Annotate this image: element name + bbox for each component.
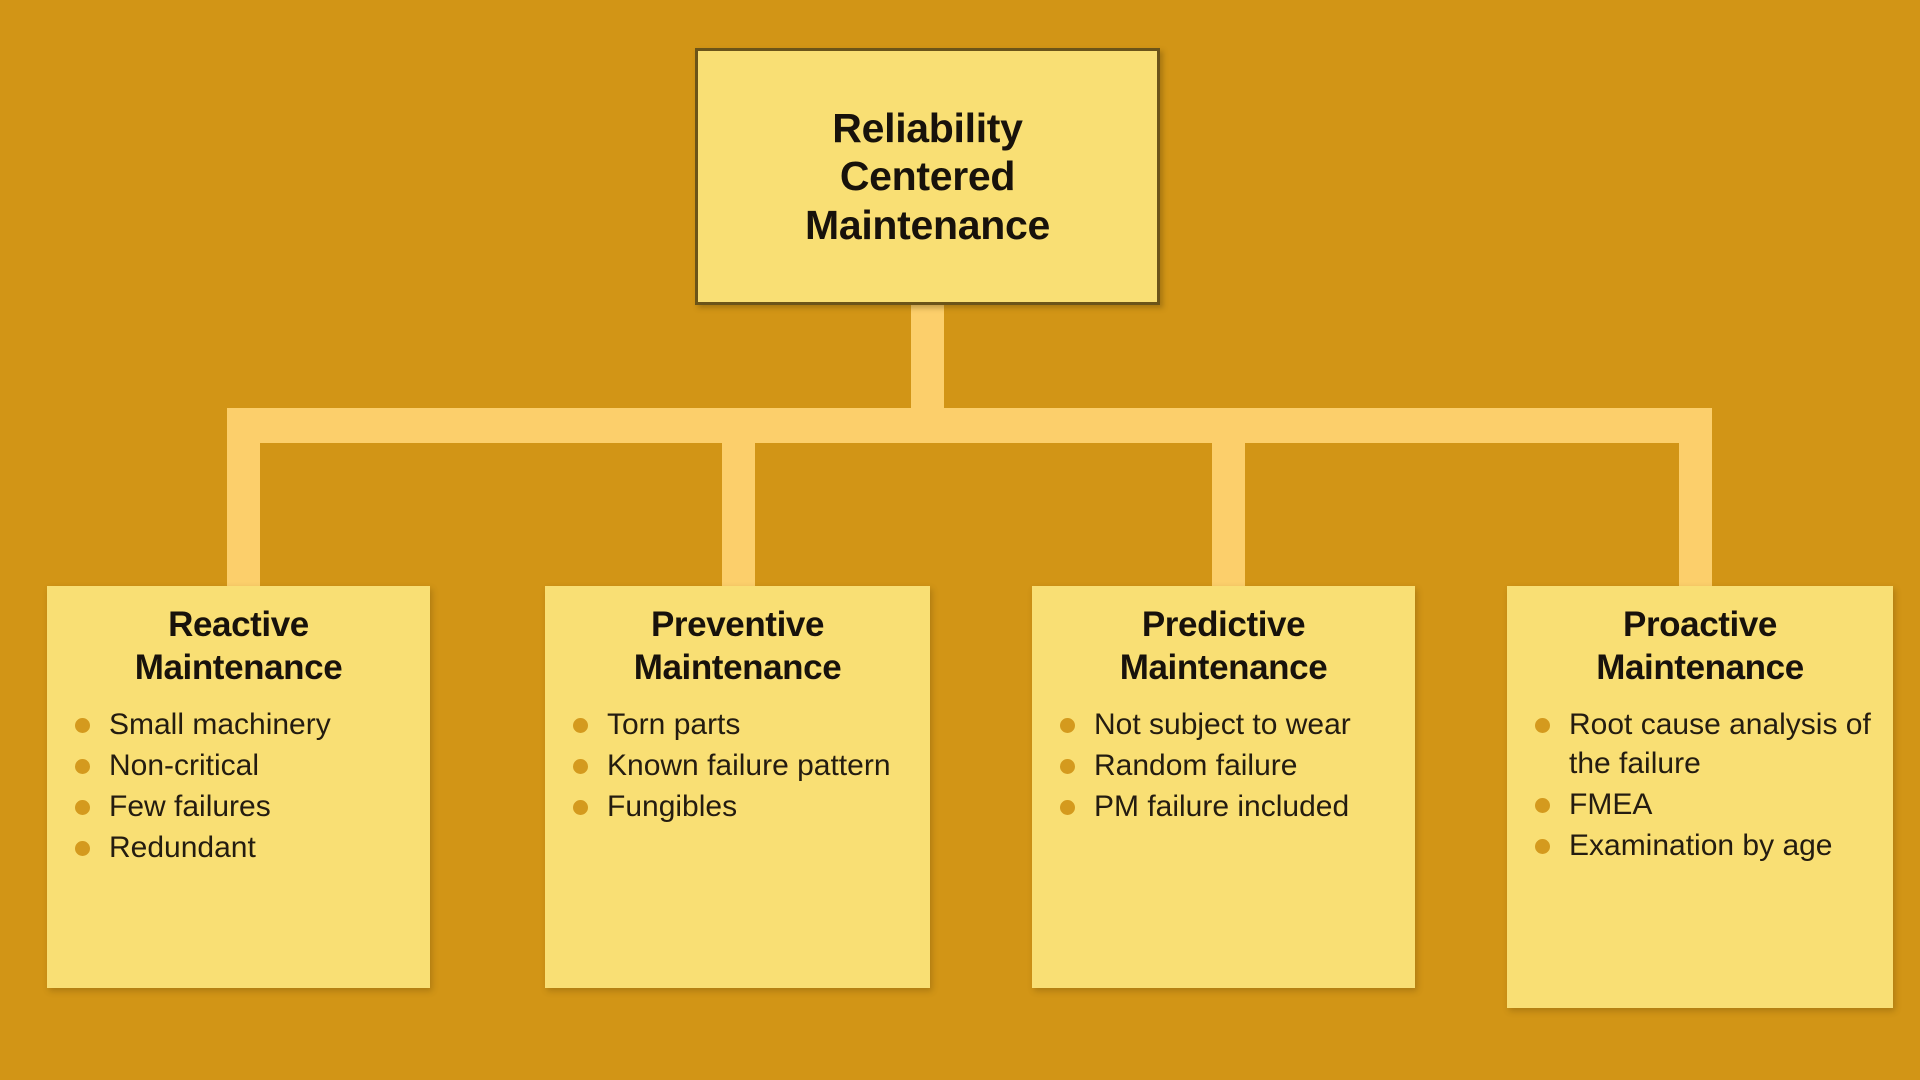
bullet-dot-icon [1535, 839, 1550, 855]
bullet-dot-icon [1060, 718, 1075, 734]
node-reactive-maintenance-title: Reactive Maintenance [134, 605, 343, 687]
node-proactive-maintenance-title: Proactive Maintenance [1596, 605, 1804, 687]
list-item: Non-critical [75, 746, 416, 785]
node-reactive-maintenance: Reactive Maintenance Small machinery Non… [47, 586, 430, 988]
list-item: Few failures [75, 787, 416, 826]
list-item-label: Small machinery [109, 708, 331, 742]
bullet-dot-icon [1535, 718, 1550, 734]
list-item: Not subject to wear [1060, 705, 1401, 744]
bullet-dot-icon [573, 718, 588, 734]
bullet-dot-icon [75, 718, 90, 734]
node-predictive-maintenance: Predictive Maintenance Not subject to we… [1032, 586, 1415, 988]
list-item-label: Redundant [109, 831, 256, 865]
bullet-dot-icon [1060, 759, 1075, 775]
connector-drop-predictive [1212, 436, 1245, 592]
bullet-dot-icon [1060, 800, 1075, 816]
list-item-label: FMEA [1569, 788, 1653, 822]
list-item: Small machinery [75, 705, 416, 744]
node-preventive-maintenance: Preventive Maintenance Torn parts Known … [545, 586, 930, 988]
connector-drop-preventive [722, 436, 755, 592]
bullet-dot-icon [75, 800, 90, 816]
list-item: Examination by age [1535, 826, 1879, 865]
list-item-label: Few failures [109, 790, 271, 824]
connector-drop-proactive [1679, 436, 1712, 592]
list-item-label: Known failure pattern [607, 749, 891, 783]
list-item: Random failure [1060, 746, 1401, 785]
list-item: FMEA [1535, 785, 1879, 824]
bullet-dot-icon [573, 800, 588, 816]
list-item-label: Torn parts [607, 708, 741, 742]
node-predictive-maintenance-title: Predictive Maintenance [1119, 605, 1328, 687]
node-proactive-maintenance: Proactive Maintenance Root cause analysi… [1507, 586, 1893, 1008]
list-item-label: Not subject to wear [1094, 708, 1351, 742]
list-item: Redundant [75, 828, 416, 867]
bullet-dot-icon [75, 759, 90, 775]
bullet-dot-icon [1535, 798, 1550, 814]
list-item-label: Fungibles [607, 790, 738, 824]
node-predictive-maintenance-list: Not subject to wear Random failure PM fa… [1046, 705, 1401, 826]
node-reactive-maintenance-list: Small machinery Non-critical Few failure… [61, 705, 416, 867]
bullet-dot-icon [573, 759, 588, 775]
list-item-label: Examination by age [1569, 829, 1833, 863]
node-proactive-maintenance-list: Root cause analysis of the failure FMEA … [1521, 705, 1879, 865]
connector-horizontal-bus [227, 408, 1712, 443]
node-root: Reliability Centered Maintenance [695, 48, 1160, 305]
list-item: Root cause analysis of the failure [1535, 705, 1879, 783]
connector-drop-reactive [227, 436, 260, 592]
list-item: PM failure included [1060, 787, 1401, 826]
list-item: Known failure pattern [573, 746, 916, 785]
node-preventive-maintenance-title: Preventive Maintenance [633, 605, 842, 687]
node-root-title: Reliability Centered Maintenance [804, 104, 1051, 248]
list-item-label: Root cause analysis of the failure [1569, 708, 1871, 781]
list-item: Fungibles [573, 787, 916, 826]
bullet-dot-icon [75, 841, 90, 857]
list-item: Torn parts [573, 705, 916, 744]
list-item-label: Random failure [1094, 749, 1298, 783]
list-item-label: Non-critical [109, 749, 260, 783]
node-preventive-maintenance-list: Torn parts Known failure pattern Fungibl… [559, 705, 916, 826]
list-item-label: PM failure included [1094, 790, 1350, 824]
